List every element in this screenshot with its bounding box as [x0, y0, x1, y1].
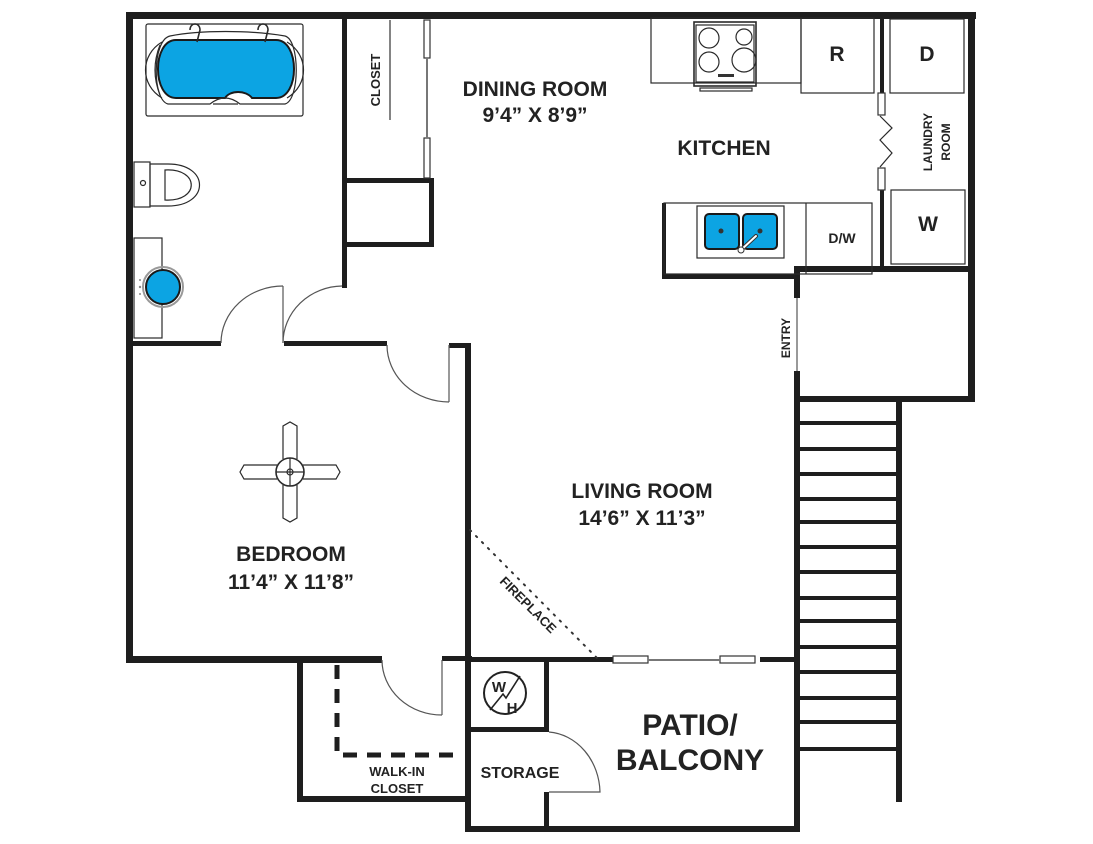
closet-sliding-door	[389, 19, 431, 179]
stair-tread	[800, 497, 898, 501]
svg-text:W: W	[918, 213, 938, 236]
laundry-bifold-door	[877, 92, 893, 191]
stair-tread	[800, 472, 898, 476]
ceiling-fan	[239, 421, 341, 523]
doors	[220, 285, 798, 793]
svg-text:R: R	[829, 43, 844, 66]
svg-text:H: H	[507, 700, 518, 717]
stair-tread	[800, 696, 898, 700]
staircase	[800, 400, 902, 802]
living-room-dims: 14’6” X 11’3”	[578, 507, 705, 530]
water-heater: W H	[483, 671, 527, 717]
stair-tread	[800, 520, 898, 524]
stair-tread	[800, 570, 898, 574]
storage-label: STORAGE	[481, 765, 560, 782]
patio-sliding-door	[612, 655, 756, 664]
closet-label: CLOSET	[368, 54, 383, 107]
stair-tread	[800, 619, 898, 623]
stair-tread	[800, 720, 898, 724]
svg-text:D: D	[919, 43, 934, 66]
kitchen-sink	[696, 205, 785, 259]
toilet	[133, 161, 201, 208]
bedroom-dims: 11’4” X 11’8”	[228, 571, 354, 594]
dining-room-dims: 9’4” X 8’9”	[482, 104, 587, 127]
dishwasher: D/W	[828, 230, 856, 246]
living-room-label: LIVING ROOM	[571, 480, 712, 503]
stair-tread	[800, 645, 898, 649]
bathtub	[144, 0, 306, 117]
walk-in-closet-label-line1: WALK-IN	[369, 764, 425, 779]
dining-room-label: DINING ROOM	[463, 78, 608, 101]
closet-shelf	[334, 665, 463, 758]
stair-tread	[800, 747, 898, 751]
stair-tread	[800, 421, 898, 425]
laundry-label-line2: ROOM	[939, 123, 953, 160]
fireplace-label: FIREPLACE	[497, 573, 560, 636]
bathroom-sink	[133, 237, 184, 339]
patio-label-line2: BALCONY	[616, 744, 764, 777]
entry-label: ENTRY	[779, 318, 793, 358]
laundry-label-line1: LAUNDRY	[921, 113, 935, 171]
svg-text:D/W: D/W	[828, 230, 856, 246]
refrigerator: R	[800, 17, 875, 94]
bedroom-label: BEDROOM	[236, 543, 346, 566]
walk-in-closet-label-line2: CLOSET	[371, 781, 424, 796]
stove	[650, 17, 802, 92]
fireplace-outline	[469, 529, 598, 659]
svg-text:W: W	[492, 679, 507, 696]
stair-tread	[800, 447, 898, 451]
stair-tread	[800, 670, 898, 674]
kitchen-label: KITCHEN	[677, 137, 770, 160]
walls	[126, 12, 976, 832]
washer: W	[890, 189, 966, 265]
stair-tread	[800, 596, 898, 600]
dryer: D	[889, 18, 965, 94]
stair-tread	[800, 545, 898, 549]
kitchen-counter	[663, 202, 873, 275]
patio-label-line1: PATIO/	[642, 709, 738, 742]
